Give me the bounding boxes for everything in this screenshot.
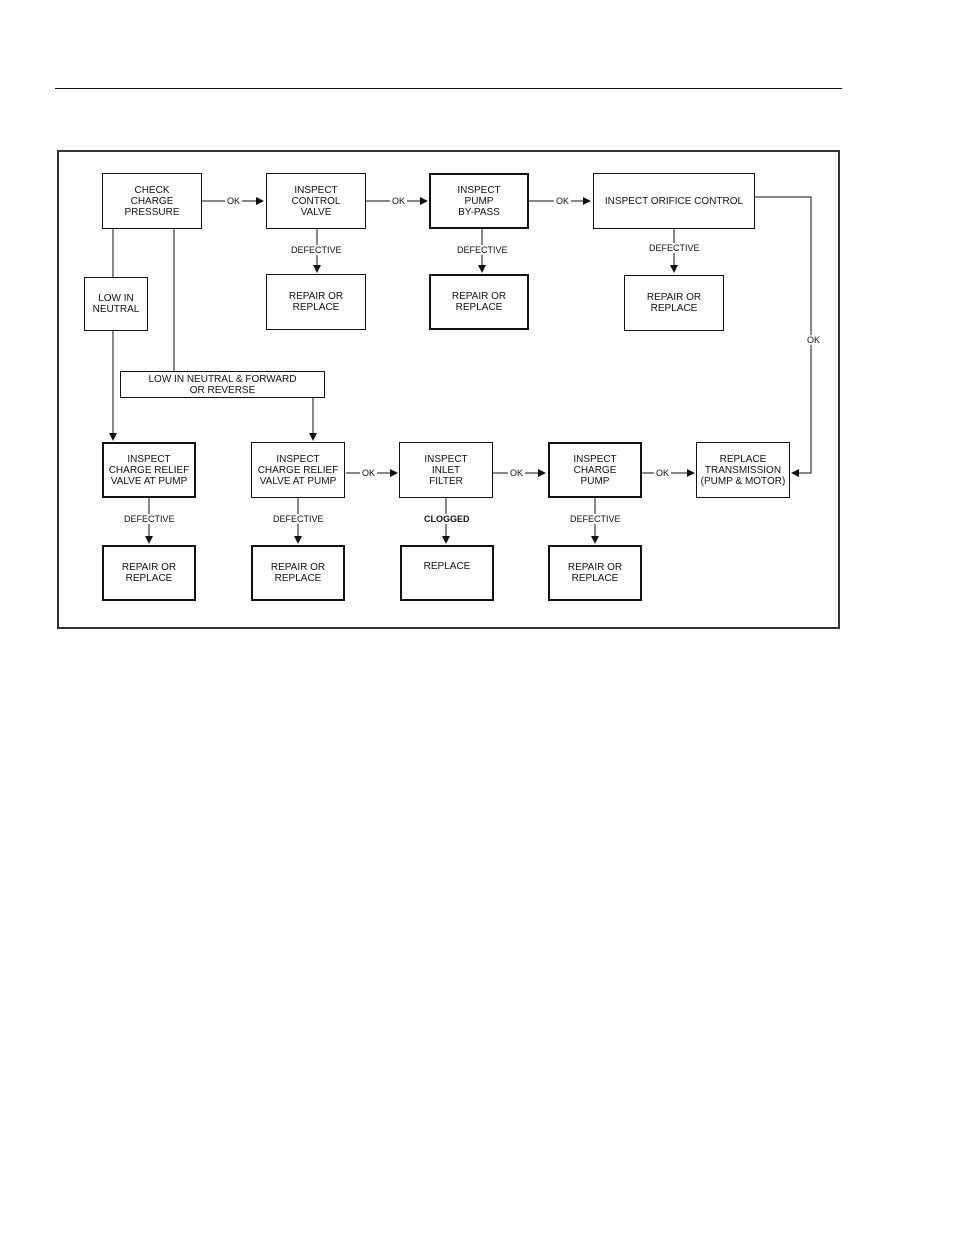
defective-label: DEFECTIVE bbox=[122, 514, 177, 524]
arrow-ok-orifice-to-replace bbox=[755, 196, 812, 477]
box-label: INSPECT INLET FILTER bbox=[424, 453, 468, 487]
box-repair-or-replace-charge-pump: REPAIR OR REPLACE bbox=[548, 545, 642, 601]
header-rule bbox=[55, 88, 842, 89]
box-label: REPAIR OR REPLACE bbox=[288, 291, 344, 313]
defective-label: DEFECTIVE bbox=[289, 245, 344, 255]
box-repair-or-replace-orifice: REPAIR OR REPLACE bbox=[624, 275, 724, 331]
box-label: CHECK CHARGE PRESSURE bbox=[124, 184, 180, 218]
box-label: REPAIR OR REPLACE bbox=[121, 562, 177, 584]
box-inspect-charge-pump: INSPECT CHARGE PUMP bbox=[548, 442, 642, 498]
box-label: REPLACE TRANSMISSION (PUMP & MOTOR) bbox=[700, 453, 786, 487]
box-low-in-neutral: LOW IN NEUTRAL bbox=[84, 277, 148, 331]
box-repair-or-replace-control-valve: REPAIR OR REPLACE bbox=[266, 274, 366, 330]
box-replace-transmission: REPLACE TRANSMISSION (PUMP & MOTOR) bbox=[696, 442, 790, 498]
box-label: INSPECT CHARGE PUMP bbox=[573, 453, 617, 487]
box-inspect-charge-relief-valve-2: INSPECT CHARGE RELIEF VALVE AT PUMP bbox=[251, 442, 345, 498]
box-label: REPAIR OR REPLACE bbox=[646, 292, 702, 314]
defective-label: DEFECTIVE bbox=[271, 514, 326, 524]
box-label: LOW IN NEUTRAL & FORWARD OR REVERSE bbox=[148, 373, 297, 396]
box-label: INSPECT CONTROL VALVE bbox=[291, 184, 341, 218]
clogged-label: CLOGGED bbox=[422, 514, 472, 524]
ok-label: OK bbox=[805, 335, 823, 345]
ok-label: OK bbox=[508, 468, 526, 478]
defective-label: DEFECTIVE bbox=[647, 243, 702, 253]
box-label: INSPECT ORIFICE CONTROL bbox=[604, 195, 744, 207]
ok-label: OK bbox=[225, 196, 243, 206]
defective-label: DEFECTIVE bbox=[568, 514, 623, 524]
box-inspect-charge-relief-valve-1: INSPECT CHARGE RELIEF VALVE AT PUMP bbox=[102, 442, 196, 498]
box-inspect-orifice-control: INSPECT ORIFICE CONTROL bbox=[593, 173, 755, 229]
box-repair-or-replace-relief-1: REPAIR OR REPLACE bbox=[102, 545, 196, 601]
box-check-charge-pressure: CHECK CHARGE PRESSURE bbox=[102, 173, 202, 229]
box-label: LOW IN NEUTRAL bbox=[92, 293, 140, 315]
box-label: INSPECT CHARGE RELIEF VALVE AT PUMP bbox=[257, 453, 339, 487]
box-label: REPAIR OR REPLACE bbox=[270, 562, 326, 584]
ok-label: OK bbox=[654, 468, 672, 478]
box-label: REPLACE bbox=[423, 561, 471, 572]
flowchart-frame bbox=[57, 150, 840, 629]
box-label: INSPECT PUMP BY-PASS bbox=[457, 184, 501, 218]
box-repair-or-replace-pump-bypass: REPAIR OR REPLACE bbox=[429, 274, 529, 330]
box-inspect-pump-bypass: INSPECT PUMP BY-PASS bbox=[429, 173, 529, 229]
box-label: INSPECT CHARGE RELIEF VALVE AT PUMP bbox=[108, 453, 190, 487]
defective-label: DEFECTIVE bbox=[455, 245, 510, 255]
box-low-in-neutral-fwd-rev: LOW IN NEUTRAL & FORWARD OR REVERSE bbox=[120, 371, 325, 398]
box-inspect-control-valve: INSPECT CONTROL VALVE bbox=[266, 173, 366, 229]
box-label: REPAIR OR REPLACE bbox=[567, 562, 623, 584]
ok-label: OK bbox=[554, 196, 572, 206]
box-replace-filter: REPLACE bbox=[400, 545, 494, 601]
box-inspect-inlet-filter: INSPECT INLET FILTER bbox=[399, 442, 493, 498]
ok-label: OK bbox=[360, 468, 378, 478]
ok-label: OK bbox=[390, 196, 408, 206]
box-label: REPAIR OR REPLACE bbox=[451, 291, 507, 313]
box-repair-or-replace-relief-2: REPAIR OR REPLACE bbox=[251, 545, 345, 601]
